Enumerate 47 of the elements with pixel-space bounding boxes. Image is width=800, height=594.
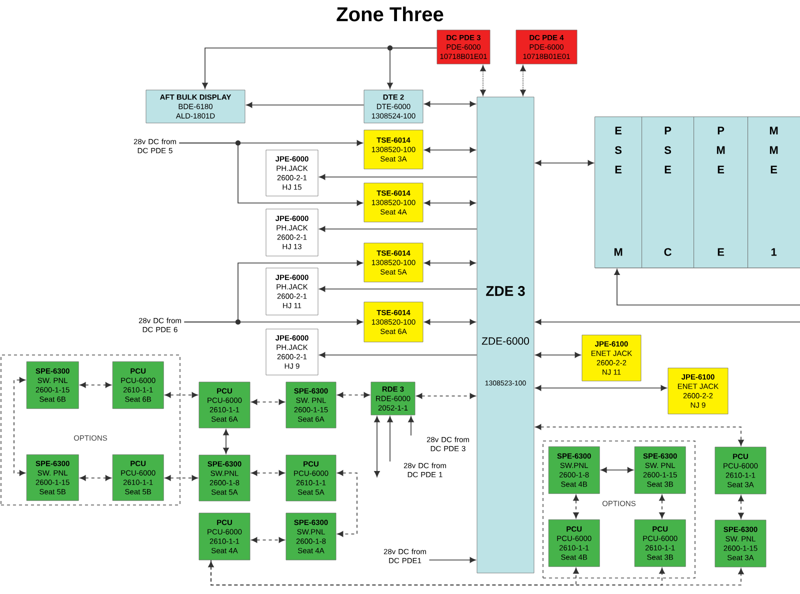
arrow xyxy=(319,174,478,180)
arrow xyxy=(184,319,363,325)
arrow xyxy=(424,101,476,107)
dashed-arrow xyxy=(573,494,579,518)
dashed-arrow xyxy=(80,475,112,481)
title: Zone Three xyxy=(336,6,444,22)
rack-column: P M E E xyxy=(694,116,748,268)
rack-column: P S E C xyxy=(642,116,694,268)
arrow xyxy=(535,385,667,391)
dashed-arrow xyxy=(738,495,744,519)
dashed-arrow xyxy=(337,470,358,537)
arrow xyxy=(387,416,393,462)
arrow xyxy=(535,319,800,325)
dashed-arrow xyxy=(251,537,285,543)
arrow xyxy=(319,226,478,232)
arrow xyxy=(246,102,364,108)
dashed-arrow xyxy=(659,494,665,518)
dashed-arrow xyxy=(164,392,198,398)
arrow xyxy=(408,416,414,436)
arrow xyxy=(600,467,634,473)
arrow xyxy=(223,429,229,454)
dashed-arrow xyxy=(80,382,112,388)
arrow xyxy=(319,286,478,292)
rack-column: M M E 1 xyxy=(748,116,800,268)
arrow xyxy=(535,160,594,166)
dashed-arrow xyxy=(251,470,285,476)
dashed-arrow xyxy=(416,393,476,399)
dashed-arrow xyxy=(164,475,198,481)
arrow xyxy=(424,319,476,325)
arrow xyxy=(535,352,581,358)
rack-column: E S E M xyxy=(594,116,642,268)
arrow xyxy=(374,416,380,478)
dotted-arrow xyxy=(520,65,526,96)
dashed-arrow xyxy=(208,561,579,586)
dashed-arrow xyxy=(14,377,26,476)
arrow xyxy=(428,557,476,563)
dashed-arrow xyxy=(337,392,370,398)
dashed-arrow xyxy=(251,399,285,405)
dashed-arrow xyxy=(535,424,744,446)
arrow xyxy=(424,147,476,153)
arrow xyxy=(424,200,476,206)
arrow xyxy=(424,260,476,266)
arrow xyxy=(319,352,478,358)
arrow xyxy=(614,268,800,306)
dotted-arrow xyxy=(480,65,486,96)
arrow xyxy=(387,48,438,89)
arrow xyxy=(178,142,363,206)
